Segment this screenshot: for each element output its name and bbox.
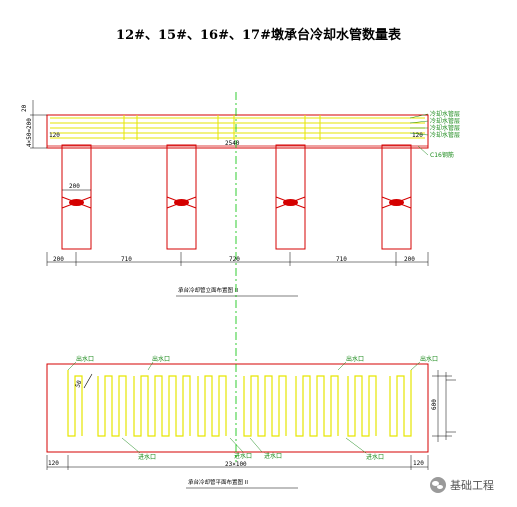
- bottom-dim-5: 200: [404, 256, 415, 263]
- outlet-label-2: 进水口: [234, 452, 252, 460]
- inlet-label-4: 出水口: [420, 355, 438, 363]
- cooling-pipe-layers: [50, 115, 425, 140]
- pipe-label-3: 冷却水管层: [430, 124, 460, 132]
- dim-left: 120: [49, 132, 60, 139]
- dim-top-left: 20: [21, 104, 28, 112]
- dim-pile: 200: [69, 183, 80, 190]
- note-leaders: [409, 113, 429, 156]
- bottom-dim-4: 710: [336, 256, 347, 263]
- dim-total: 2540: [225, 140, 240, 147]
- wechat-icon: [430, 477, 446, 493]
- plan-dim-right: 120: [413, 460, 424, 467]
- plan-bottom-dimension-lines: [46, 455, 429, 470]
- inlet-label-3: 出水口: [346, 355, 364, 363]
- right-dimension-lines: [432, 370, 456, 442]
- bottom-dimension-lines: [46, 252, 429, 266]
- plan-caption: 承台冷却管平面布置图 II: [188, 478, 248, 486]
- pile-cap-outline: [46, 114, 429, 149]
- elevation-caption: 承台冷却管立面布置图 II: [178, 286, 238, 294]
- plan-leaders: [67, 361, 421, 454]
- inlet-label-1: 出水口: [76, 355, 94, 363]
- elevation-view: 20 4×50=200 120 120 2540 200 200 710 720…: [21, 100, 460, 297]
- plan-view: 出水口 出水口 出水口 出水口 进水口 进水口 进水口 进水口 50 600 1…: [46, 355, 456, 489]
- bottom-dim-3: 720: [229, 256, 240, 263]
- plan-dim-total: 23×100: [225, 461, 247, 468]
- outlet-label-4: 进水口: [366, 453, 384, 461]
- outlet-label-3: 进水口: [264, 452, 282, 460]
- watermark-text: 基础工程: [450, 479, 494, 492]
- dim-right: 120: [412, 132, 423, 139]
- watermark: 基础工程: [430, 476, 494, 494]
- serpentine-cooling-pipe: [67, 370, 412, 437]
- bottom-dim-1: 200: [53, 256, 64, 263]
- left-dimension-lines: [30, 100, 47, 149]
- plan-dim-left: 120: [48, 460, 59, 467]
- rebar-label: C16钢筋: [430, 151, 454, 159]
- pipe-label-4: 冷却水管层: [430, 131, 460, 139]
- pile-connectors: [61, 196, 412, 209]
- bottom-dim-2: 710: [121, 256, 132, 263]
- spacing-arrow: [83, 373, 93, 389]
- dim-left-vertical: 4×50=200: [26, 118, 33, 147]
- pipe-label-1: 冷却水管层: [430, 110, 460, 118]
- inlet-label-2: 出水口: [152, 355, 170, 363]
- plan-cap-outline: [46, 363, 429, 453]
- pipe-label-2: 冷却水管层: [430, 117, 460, 125]
- drawing-title: 12#、15#、16#、17#墩承台冷却水管数量表: [116, 28, 401, 43]
- dim-spacing: 50: [74, 379, 83, 389]
- dim-right-vertical: 600: [431, 399, 438, 410]
- piles: [61, 144, 412, 250]
- outlet-label-1: 进水口: [138, 453, 156, 461]
